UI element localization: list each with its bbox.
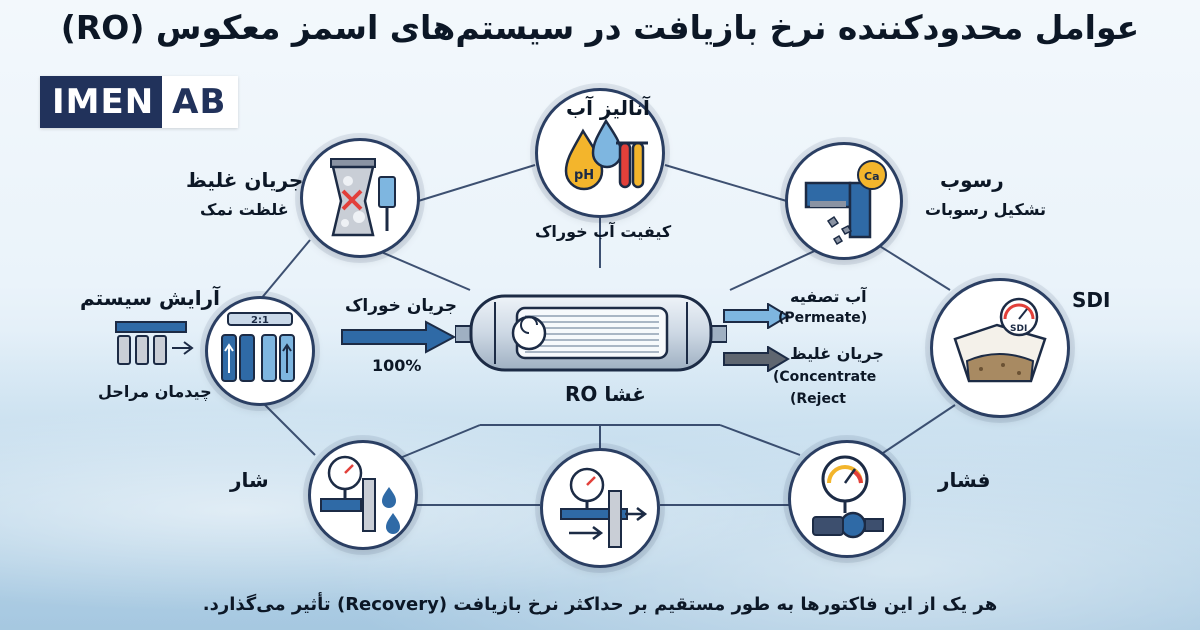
- line-sdi-pressure: [879, 404, 956, 456]
- label-analysis-title: آنالیز آب: [566, 96, 650, 120]
- line-analysis-scaling: [664, 164, 791, 203]
- stage-layout-icon: [115, 321, 194, 365]
- flux-gauge-icon: [320, 455, 400, 534]
- node-scaling[interactable]: Ca: [785, 142, 903, 260]
- water-analysis-icon: pH: [564, 118, 648, 191]
- label-system-subtitle: چیدمان مراحل: [98, 382, 212, 401]
- node-flux[interactable]: [308, 440, 418, 550]
- line-concentrate-analysis: [414, 164, 536, 203]
- label-permeate-fa: آب تصفیه: [790, 287, 867, 306]
- sdi-filter-icon: SDI: [953, 297, 1047, 383]
- label-analysis-subtitle: کیفیت آب خوراک: [535, 222, 672, 241]
- page-title: عوامل محدودکننده نرخ بازیافت در سیستم‌ها…: [60, 8, 1140, 47]
- label-system-title: آرایش سیستم: [80, 286, 220, 310]
- label-concentrate-fa: جریان غلیظ: [790, 344, 884, 363]
- pressure-vessel-array-icon: 2:1: [221, 312, 295, 382]
- node-pressure[interactable]: [788, 440, 906, 558]
- line-system-flux: [259, 399, 316, 456]
- label-membrane: غشا RO: [565, 382, 646, 406]
- label-flux-title: شار: [230, 468, 269, 492]
- line-center-pressure: [719, 424, 801, 456]
- logo-part-ab: AB: [162, 76, 239, 128]
- footer-note: هر یک از این فاکتورها به طور مستقیم بر ح…: [202, 594, 998, 615]
- line-flux-center: [399, 424, 481, 459]
- node-concentrate-flow[interactable]: [300, 138, 420, 258]
- sdi-gauge-text: SDI: [1010, 324, 1027, 334]
- label-permeate-en: (Permeate): [778, 310, 868, 326]
- membrane-flux-icon: [560, 467, 648, 548]
- label-concentrate-title: جریان غلیظ: [186, 168, 304, 192]
- pipe-scaling-icon: Ca: [804, 160, 887, 246]
- node-sdi[interactable]: SDI: [930, 278, 1070, 418]
- permeate-arrow-icon: [723, 303, 790, 329]
- line-scaling-sdi: [869, 239, 951, 291]
- ro-membrane-icon: [455, 294, 727, 372]
- label-concentrate-en1: (Concentrate: [773, 369, 877, 385]
- brand-logo[interactable]: IMEN AB: [40, 76, 239, 128]
- node-system-config[interactable]: 2:1: [205, 296, 315, 406]
- salt-concentration-icon: [330, 158, 396, 237]
- concentrate-arrow-icon: [723, 346, 790, 372]
- label-concentrate-en2: (Reject: [790, 391, 846, 407]
- label-scaling-title: رسوب: [940, 168, 1004, 192]
- label-feed-percent: 100%: [372, 356, 422, 375]
- feed-arrow-icon: [341, 320, 457, 354]
- pressure-pump-icon: [812, 455, 884, 539]
- label-pressure-title: فشار: [938, 468, 991, 492]
- label-concentrate-subtitle: غلظت نمک: [200, 200, 289, 219]
- ratio-text: 2:1: [251, 315, 269, 326]
- logo-part-imen: IMEN: [40, 76, 163, 128]
- svg-text:Ca: Ca: [864, 170, 880, 183]
- node-water-analysis[interactable]: pH: [535, 88, 665, 218]
- label-scaling-subtitle: تشکیل رسوبات: [925, 200, 1047, 219]
- label-sdi-title: SDI: [1072, 288, 1111, 312]
- line-concentrate-system: [259, 239, 311, 301]
- node-membrane-flux[interactable]: [540, 448, 660, 568]
- label-feed: جریان خوراک: [345, 296, 457, 316]
- svg-text:pH: pH: [574, 168, 594, 183]
